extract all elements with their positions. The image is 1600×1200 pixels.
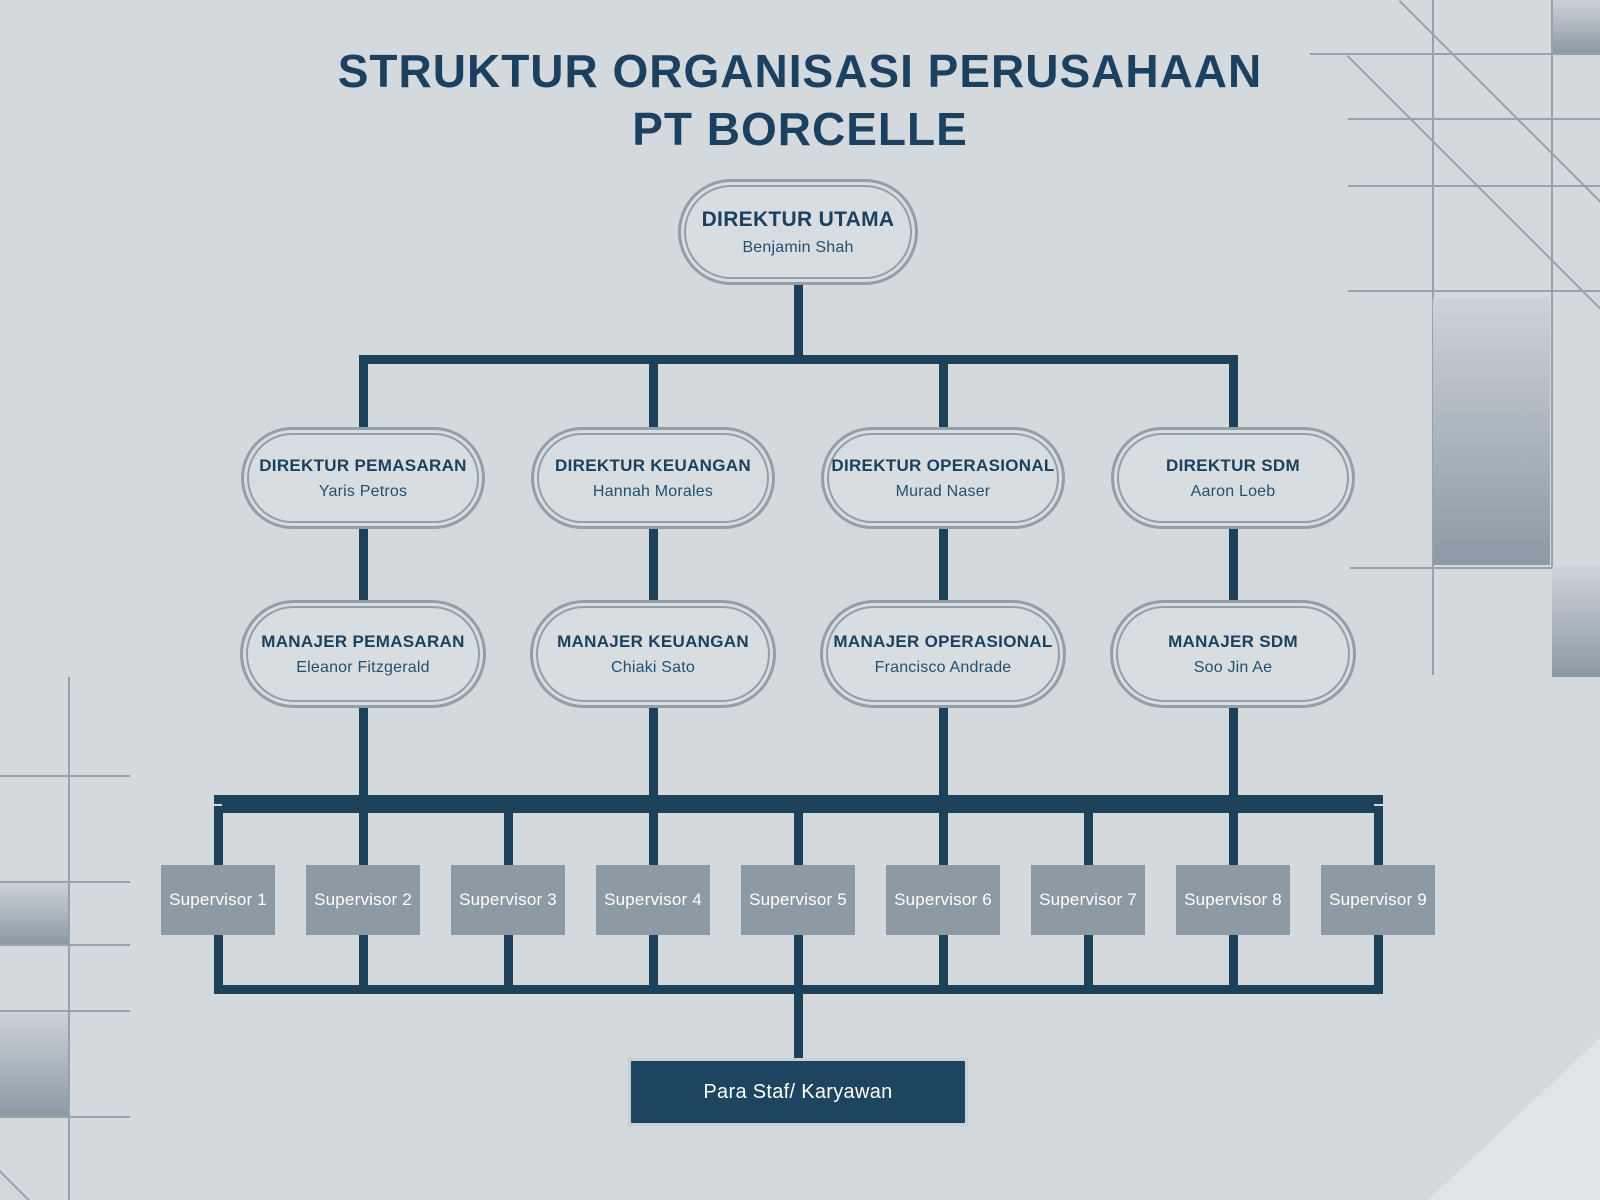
decor-grid-line [1348,185,1600,187]
role-label: DIREKTUR OPERASIONAL [831,455,1055,475]
decor-corner-shape [1428,1038,1600,1200]
person-name: Hannah Morales [592,482,714,500]
role-label: DIREKTUR SDM [1166,455,1300,475]
decor-grid-line [1310,53,1600,55]
page-title-line2: PT BORCELLE [632,103,968,155]
connector-director-drop [939,355,948,440]
person-name: Eleanor Fitzgerald [296,658,430,676]
person-name: Murad Naser [895,482,991,500]
connector-bus-bottom [214,985,1383,994]
connector-director-drop [359,355,368,440]
person-name: Yaris Petros [318,482,408,500]
director-node-keuangan: DIREKTUR KEUANGAN Hannah Morales [531,427,775,529]
supervisor-box-3: Supervisor 3 [451,865,565,935]
decor-gradient-square [1552,0,1600,53]
manager-node-keuangan: MANAJER KEUANGAN Chiaki Sato [530,600,776,708]
oval-border [1117,433,1349,523]
decor-gradient-bar [0,883,68,944]
connector-manager-bus-drop [939,704,948,800]
decor-grid-line [1348,118,1600,120]
connector-manager-bus-drop [359,704,368,800]
person-name: Soo Jin Ae [1193,658,1273,676]
connector-branch [359,355,1238,364]
supervisor-box-4: Supervisor 4 [596,865,710,935]
manager-node-pemasaran: MANAJER PEMASARAN Eleanor Fitzgerald [240,600,486,708]
oval-border [826,606,1060,702]
decor-grid-line [1551,0,1553,567]
role-label: MANAJER OPERASIONAL [833,631,1053,651]
connector-manager-bus-drop [649,704,658,800]
person-name: Aaron Loeb [1190,482,1276,500]
oval-border [1116,606,1350,702]
decor-grid-line [0,881,130,883]
role-label: DIREKTUR KEUANGAN [555,455,751,475]
manager-node-sdm: MANAJER SDM Soo Jin Ae [1110,600,1356,708]
connector-director-drop [649,355,658,440]
role-label: DIREKTUR UTAMA [701,207,895,231]
connector-bus-top [214,795,1383,804]
role-label: MANAJER PEMASARAN [261,631,465,651]
connector-director-drop [1229,355,1238,440]
connector-ceo-drop [794,280,803,364]
supervisor-box-5: Supervisor 5 [741,865,855,935]
supervisor-box-9: Supervisor 9 [1321,865,1435,935]
connector-manager-bus-drop [1229,704,1238,800]
oval-border [246,606,480,702]
decor-diagonal-line [0,1170,85,1200]
person-name: Benjamin Shah [742,238,854,256]
supervisor-box-6: Supervisor 6 [886,865,1000,935]
staff-box: Para Staf/ Karyawan [628,1058,968,1126]
decor-grid-line [0,1116,130,1118]
decor-grid-line [1348,290,1600,292]
supervisor-box-8: Supervisor 8 [1176,865,1290,935]
director-node-pemasaran: DIREKTUR PEMASARAN Yaris Petros [241,427,485,529]
decor-grid-line [0,944,130,946]
connector-manager-drop [649,524,658,610]
supervisor-box-7: Supervisor 7 [1031,865,1145,935]
supervisor-box-2: Supervisor 2 [306,865,420,935]
connector-manager-drop [359,524,368,610]
decor-grid-line [68,677,70,1200]
oval-border [536,606,770,702]
person-name: Francisco Andrade [874,658,1012,676]
decor-gradient-bar [1433,298,1550,565]
role-label: MANAJER SDM [1168,631,1298,651]
role-label: MANAJER KEUANGAN [557,631,749,651]
director-node-operasional: DIREKTUR OPERASIONAL Murad Naser [821,427,1065,529]
supervisor-box-1: Supervisor 1 [161,865,275,935]
ceo-node: DIREKTUR UTAMA Benjamin Shah [678,179,918,285]
page-title-line1: STRUKTUR ORGANISASI PERUSAHAAN [337,45,1263,97]
oval-border [247,433,479,523]
connector-manager-drop [1229,524,1238,610]
decor-grid-line [0,775,130,777]
oval-border [537,433,769,523]
role-label: DIREKTUR PEMASARAN [259,455,467,475]
decor-grid-line [1350,567,1600,569]
person-name: Chiaki Sato [610,658,696,676]
connector-manager-drop [939,524,948,610]
decor-gradient-bar [1552,567,1600,677]
manager-node-operasional: MANAJER OPERASIONAL Francisco Andrade [820,600,1066,708]
oval-border [827,433,1059,523]
decor-grid-line [0,1010,130,1012]
decor-gradient-bar [0,1013,68,1116]
connector-staff-drop [794,990,803,1058]
oval-border [684,185,912,279]
director-node-sdm: DIREKTUR SDM Aaron Loeb [1111,427,1355,529]
